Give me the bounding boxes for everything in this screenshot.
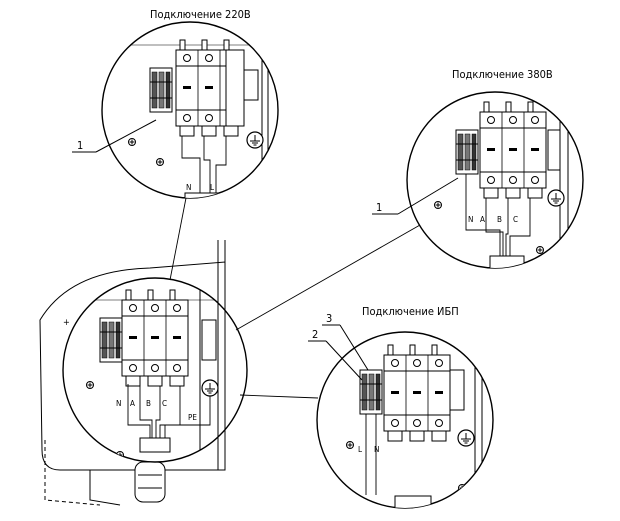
- wire-220-l: L: [210, 183, 214, 192]
- callout-1-220v: 1: [72, 119, 157, 153]
- wire-380-b: B: [497, 215, 502, 224]
- main-wire-b: B: [146, 399, 151, 408]
- wire-380-n: N: [468, 215, 473, 224]
- svg-text:1: 1: [376, 201, 382, 214]
- view-380v: Подключение 380В N A B C: [372, 68, 584, 269]
- wire-380-c: C: [513, 215, 518, 224]
- title-ups: Подключение ИБП: [362, 305, 459, 318]
- callout-3-ups: 3: [322, 312, 369, 371]
- title-220v: Подключение 220В: [150, 8, 251, 21]
- main-wire-pe: PE: [188, 413, 197, 422]
- callout-2-ups: 2: [308, 328, 363, 381]
- wire-220-n: N: [186, 183, 191, 192]
- svg-text:2: 2: [312, 328, 318, 341]
- callout-1-380v: 1: [372, 177, 459, 215]
- main-cabinet-view: N A B C PE +: [39, 240, 248, 506]
- svg-text:1: 1: [77, 139, 83, 152]
- view-220v: Подключение 220В N L: [72, 8, 279, 199]
- wire-ups-l: L: [358, 445, 362, 454]
- wire-380-a: A: [480, 215, 485, 224]
- view-ups: Подключение ИБП L N 2 3: [308, 305, 494, 509]
- main-wire-a: A: [130, 399, 135, 408]
- main-wire-n: N: [116, 399, 121, 408]
- svg-text:3: 3: [326, 312, 332, 325]
- cable-gland-icon: [134, 461, 166, 503]
- title-380v: Подключение 380В: [452, 68, 553, 81]
- main-wire-c: C: [162, 399, 167, 408]
- polarity-plus: +: [63, 318, 70, 328]
- wire-ups-n: N: [374, 445, 379, 454]
